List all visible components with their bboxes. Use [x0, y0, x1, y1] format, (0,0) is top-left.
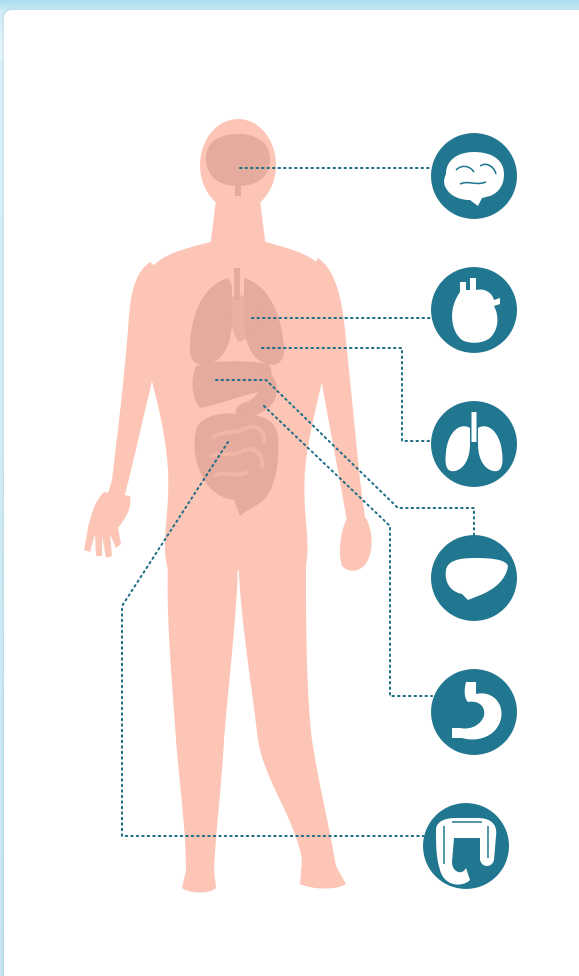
intestines-icon	[423, 803, 509, 889]
brain-icon	[431, 133, 517, 219]
liver-icon	[431, 535, 517, 621]
brain-organ	[206, 134, 270, 186]
heart-icon	[431, 267, 517, 353]
internal-organs	[190, 134, 284, 516]
body-silhouette	[84, 119, 372, 893]
stomach-icon	[431, 669, 517, 755]
lungs-icon	[431, 401, 517, 487]
